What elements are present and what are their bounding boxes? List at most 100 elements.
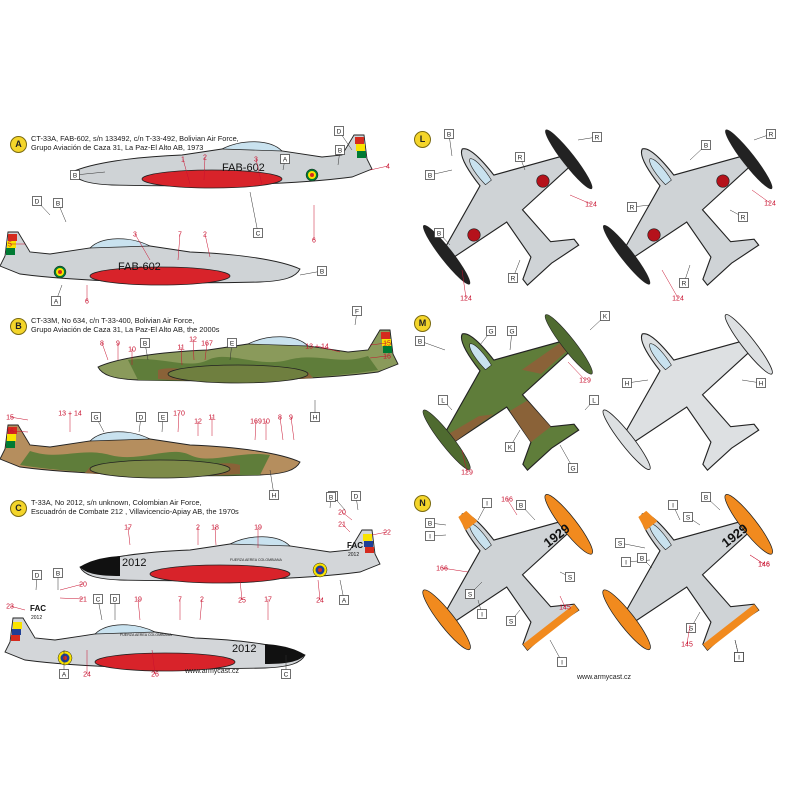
callout-box (565, 572, 575, 582)
callout-number: 13 + 14 (305, 344, 329, 351)
callout-number: 2 (203, 232, 207, 239)
callout-number: 15 (6, 415, 14, 422)
callout-letter: B (447, 131, 451, 138)
callout-box (686, 623, 696, 633)
callout-number: 11 (177, 345, 184, 352)
callout-letter: B (56, 570, 60, 577)
callout-letter: K (603, 313, 608, 320)
callout-number: 6 (312, 238, 316, 245)
planview-m-lower (582, 287, 793, 497)
callout-leader (192, 338, 195, 361)
section-n-badge: N (414, 495, 431, 512)
callout-number: 25 (238, 598, 246, 605)
callout-letter: B (704, 494, 708, 501)
callout-box (486, 326, 496, 336)
callout-number: 24 (316, 598, 324, 605)
callout-letter: H (272, 492, 277, 499)
callout-leader (177, 412, 180, 433)
callout-box (434, 228, 444, 238)
callout-letter: B (428, 520, 432, 527)
credit-right: www.armycast.cz (577, 674, 632, 681)
banner-c-top: FUERZA AEREA COLOMBIANA (230, 558, 283, 562)
callout-letter: A (283, 156, 288, 163)
callout-number: 129 (461, 470, 473, 477)
profile-a-top: FAB-602 (71, 134, 373, 189)
callout-number: 2 (200, 597, 204, 604)
callout-leader (341, 523, 351, 533)
callout-letter: I (486, 500, 488, 507)
callout-letter: H (759, 380, 764, 387)
callout-number: 5 (8, 242, 12, 249)
callout-leader (134, 233, 151, 261)
callout-number: 21 (79, 597, 87, 604)
callout-number: 145 (681, 642, 693, 649)
callout-leader (204, 342, 208, 361)
callout-letter: D (35, 198, 40, 205)
callout-number: 124 (460, 296, 472, 303)
callout-letter: B (704, 142, 708, 149)
callout-number: 17 (124, 525, 132, 532)
callout-number: 4 (386, 164, 390, 171)
fin-number-c-top: 2012 (348, 552, 359, 558)
callout-leader (203, 156, 206, 181)
callout-box (59, 669, 69, 679)
callout-box (505, 442, 515, 452)
callout-letter: B (428, 172, 432, 179)
callout-box (465, 589, 475, 599)
callout-box (269, 490, 279, 500)
section-b-badge: B (10, 318, 27, 335)
profile-c-top: 2012 FUERZA AEREA COLOMBIANA (79, 529, 381, 584)
callout-number: 6 (85, 299, 89, 306)
callout-box (425, 531, 435, 541)
callout-letter: I (429, 533, 431, 540)
callout-letter: B (56, 200, 60, 207)
callout-leader (751, 189, 771, 204)
callout-leader (506, 498, 518, 516)
callout-letter: R (511, 275, 516, 282)
callout-letter: B (320, 268, 324, 275)
callout-letter: G (93, 414, 98, 421)
callout-box (679, 278, 689, 288)
callout-leader (182, 158, 191, 185)
callout-letter: R (741, 214, 746, 221)
callout-box (326, 492, 336, 502)
callout-leader (204, 233, 211, 258)
callout-number: 124 (672, 296, 684, 303)
callout-letter: R (769, 131, 774, 138)
callout-leader (214, 526, 217, 546)
callout-box (507, 326, 517, 336)
callout-letter: S (509, 618, 514, 625)
callout-leader (290, 416, 295, 441)
callout-letter: S (568, 574, 573, 581)
callout-number: 2 (196, 525, 200, 532)
callout-number: 23 (6, 604, 14, 611)
callout-box (477, 609, 487, 619)
callout-letter: G (488, 328, 493, 335)
callout-letter: R (595, 134, 600, 141)
callout-leader (661, 269, 679, 299)
callout-box (621, 557, 631, 567)
banner-c-bottom: FUERZA AEREA COLOMBIANA (120, 633, 173, 637)
callout-number: 19 (254, 525, 262, 532)
callout-box (32, 570, 42, 580)
callout-box (136, 412, 146, 422)
callout-letter: E (230, 340, 235, 347)
callout-number: 11 (208, 415, 215, 422)
callout-box (756, 378, 766, 388)
section-c-caption-line2: Escuadrón de Combate 212 , Villavicencio… (31, 507, 239, 516)
section-a-caption-line2: Grupo Aviación de Caza 31, La Paz-El Alt… (31, 143, 204, 152)
callout-letter: I (738, 654, 740, 661)
callout-number: 12 (194, 419, 202, 426)
callout-number: 16 (383, 354, 391, 361)
callout-letter: A (342, 597, 347, 604)
callout-number: 3 (133, 232, 137, 239)
callout-letter: C (96, 596, 101, 603)
callout-leader (567, 361, 586, 381)
callout-letter: S (468, 591, 473, 598)
callout-box (600, 311, 610, 321)
callout-box (93, 594, 103, 604)
callout-box (425, 518, 435, 528)
serial-a-top: FAB-602 (222, 162, 265, 174)
callout-box (482, 498, 492, 508)
